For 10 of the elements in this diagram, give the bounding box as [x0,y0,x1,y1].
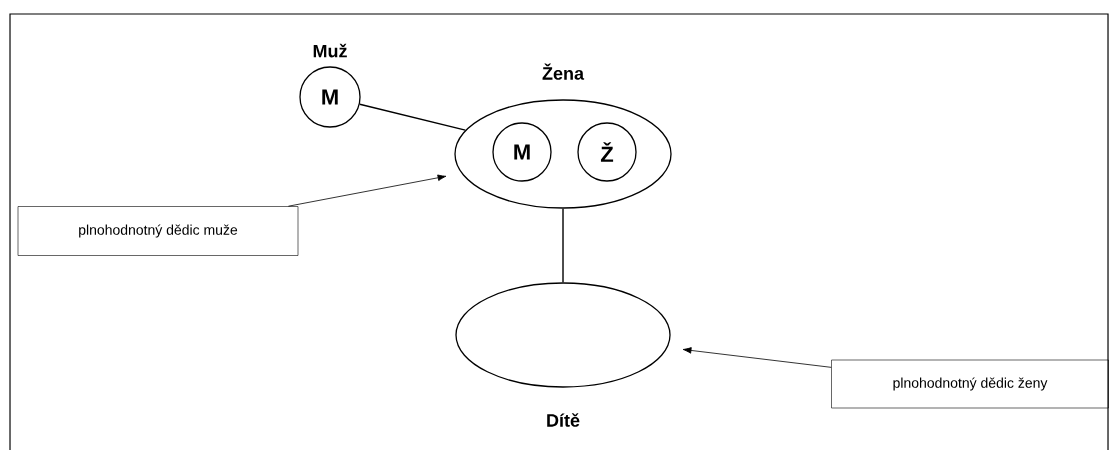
connector-line [359,103,466,131]
connector-line [562,207,564,284]
callout-box: plnohodnotný dědic ženy [831,359,1109,409]
node-label: Muž [313,43,347,58]
callout-box: plnohodnotný dědic muže [17,206,299,256]
arrow [682,347,832,368]
oval: Dítě [455,282,671,427]
node-label: Dítě [547,413,580,427]
node-label: Žena [542,63,585,80]
arrow [288,174,447,207]
